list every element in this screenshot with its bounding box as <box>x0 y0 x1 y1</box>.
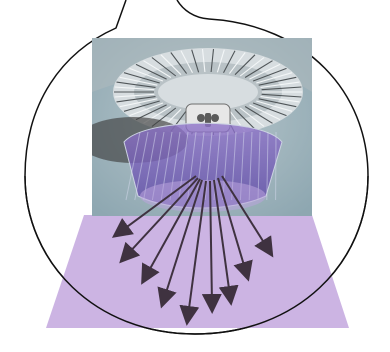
light-beam <box>46 215 349 328</box>
